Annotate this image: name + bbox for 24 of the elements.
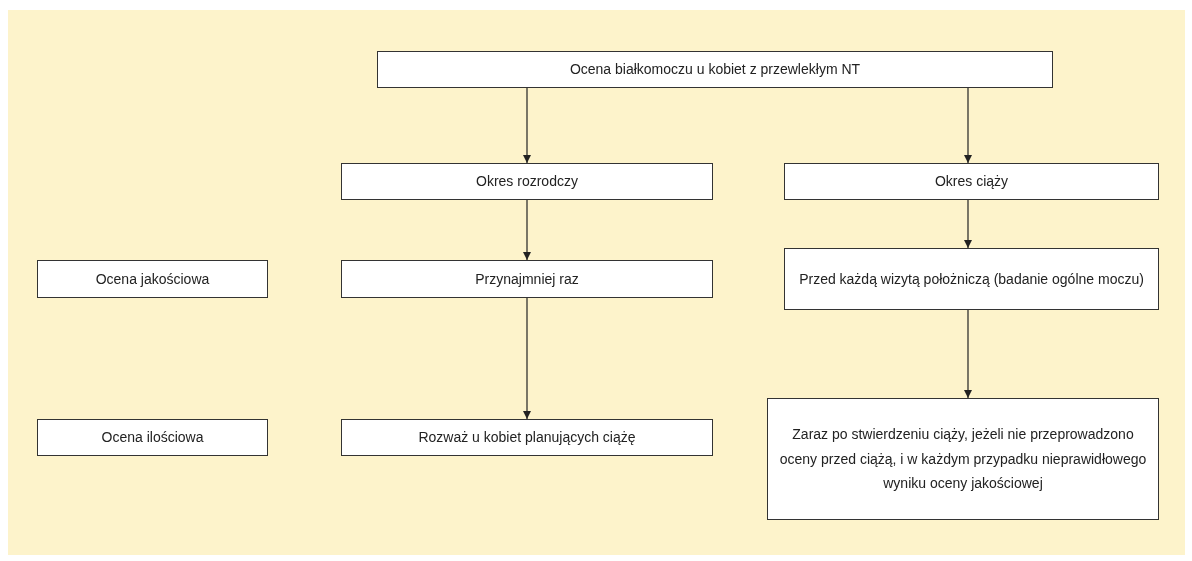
arrow	[964, 87, 972, 164]
arrow	[523, 199, 531, 261]
box-text: Okres ciąży	[934, 172, 1009, 192]
arrow	[964, 199, 972, 249]
box-text: Ocena białkomoczu u kobiet z przewlekłym NT	[569, 60, 861, 80]
box-text: Przed każdą wizytą położniczą (badanie ogólne moczu)	[799, 269, 1144, 289]
box-text: Ocena ilościowa	[101, 428, 204, 448]
process-box	[377, 51, 1053, 88]
process-box	[784, 163, 1159, 200]
process-box	[341, 163, 713, 200]
box-text: Zaraz po stwierdzeniu ciąży, jeżeli nie przeprowadzono oceny przed ciążą, i w każdym przypadku nieprawidłowego wyniku oceny jakościowej	[778, 425, 1148, 494]
arrow	[964, 309, 972, 399]
process-box	[37, 419, 268, 456]
process-box	[784, 248, 1159, 310]
process-box	[37, 260, 268, 298]
arrow	[523, 297, 531, 420]
process-box	[341, 419, 713, 456]
box-text: Okres rozrodczy	[476, 172, 578, 192]
box-text: Przynajmniej raz	[475, 269, 579, 289]
arrow	[523, 87, 531, 164]
process-box	[767, 398, 1159, 520]
box-text: Ocena jakościowa	[95, 269, 210, 289]
box-text: Rozważ u kobiet planujących ciążę	[418, 428, 636, 448]
process-box	[341, 260, 713, 298]
